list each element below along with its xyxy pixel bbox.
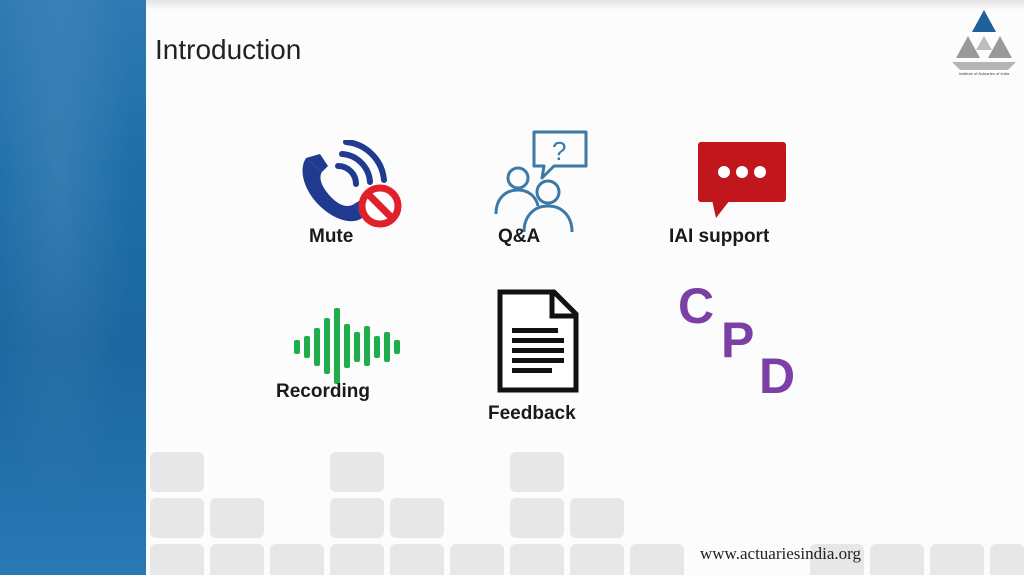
website-url: www.actuariesindia.org — [700, 544, 861, 563]
document-icon — [497, 289, 579, 393]
iai-logo-icon — [952, 10, 1016, 70]
mute-label: Mute — [309, 226, 354, 247]
left-accent-band — [0, 0, 146, 575]
people-question-icon: ? — [494, 130, 588, 233]
chat-bubble-icon — [698, 142, 786, 218]
phone-mute-icon — [302, 140, 402, 228]
qa-label: Q&A — [498, 226, 541, 247]
recording-label: Recording — [276, 381, 370, 402]
slide-title: Introduction — [155, 34, 302, 65]
decorative-tiles — [146, 450, 1024, 575]
cpd-letter-c: C — [678, 278, 715, 334]
cpd-letter-d: D — [759, 348, 796, 404]
feedback-label: Feedback — [488, 403, 576, 424]
top-shadow — [146, 0, 1024, 10]
svg-text:?: ? — [552, 136, 566, 166]
support-label: IAI support — [669, 226, 770, 247]
sound-wave-icon — [294, 308, 400, 384]
logo-caption: Institute of Actuaries of India — [958, 71, 1010, 76]
cpd-letter-p: P — [721, 312, 755, 368]
